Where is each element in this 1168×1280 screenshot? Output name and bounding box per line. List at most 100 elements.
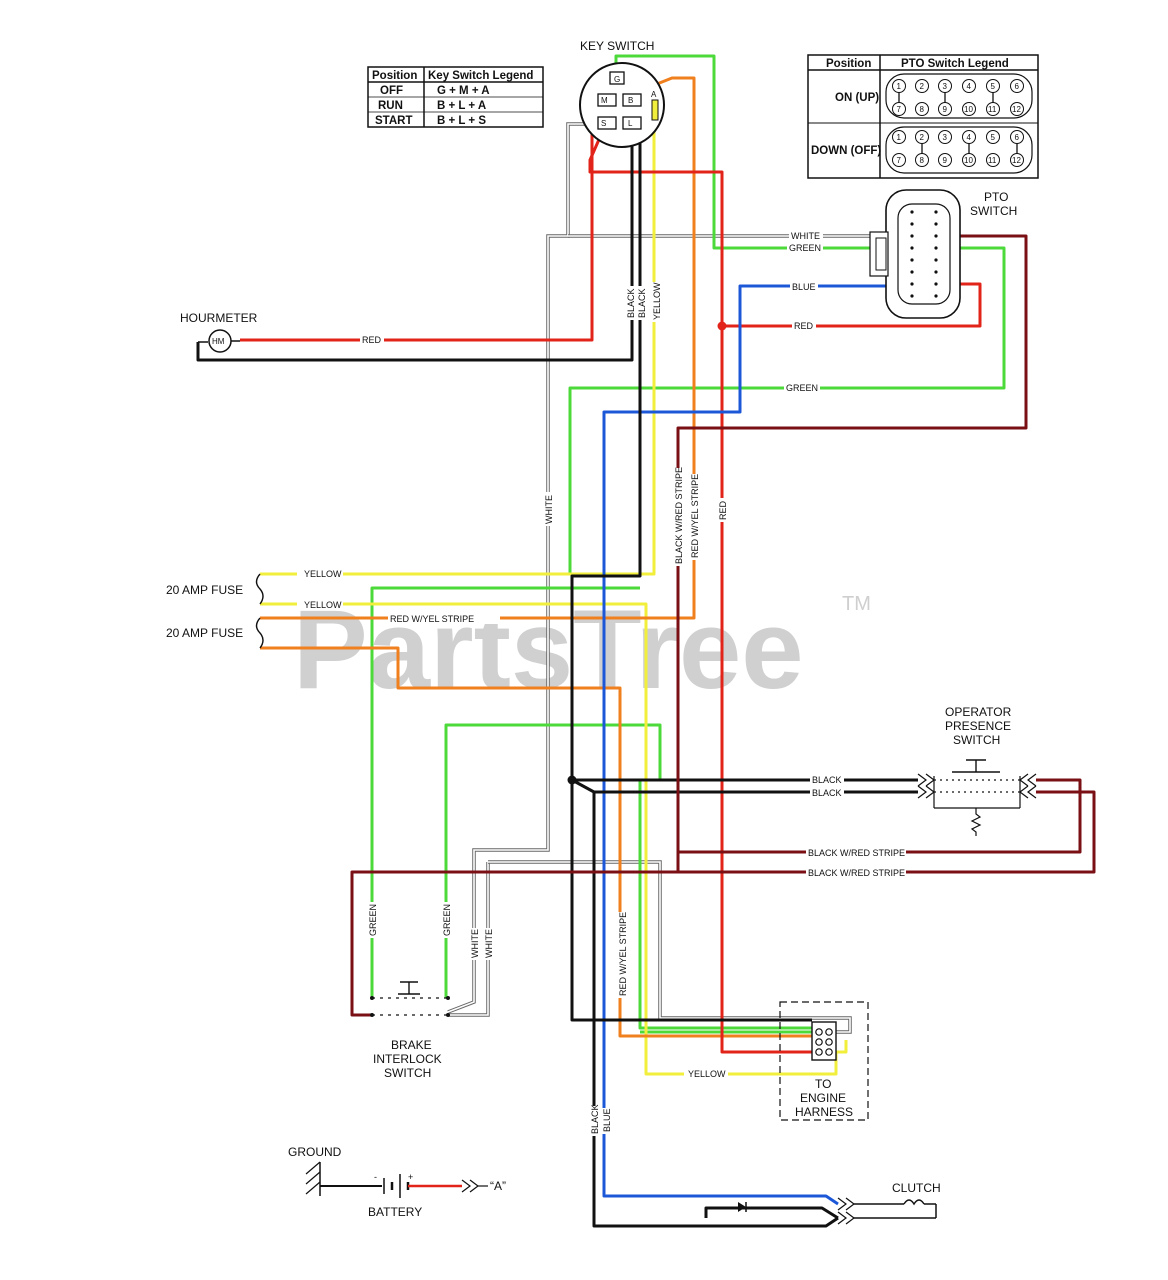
legend-row-start-value: B + L + S <box>437 115 486 127</box>
pto-legend-off: DOWN (OFF) <box>811 145 881 157</box>
hourmeter-label: HOURMETER <box>180 311 258 325</box>
ground-symbol <box>305 1161 382 1196</box>
battery-negative: - <box>374 1172 377 1182</box>
operator-presence-switch <box>917 759 1037 836</box>
brake-label-line1: BRAKE <box>391 1038 432 1052</box>
pto-switch-terminal <box>910 294 914 298</box>
battery-positive: + <box>408 1172 413 1182</box>
pto-legend-pin-number: 6 <box>1015 133 1020 142</box>
hourmeter: HM <box>198 329 240 353</box>
junction-black <box>567 775 577 785</box>
pto-legend-pin <box>915 102 929 116</box>
wire-label-blue-lower: BLUE <box>602 1108 612 1132</box>
wire-label-red-yel-vert: RED W/YEL STRIPE <box>690 474 700 558</box>
wire-label-yellow-fuse-1: YELLOW <box>304 569 342 579</box>
pto-legend-header-position: Position <box>826 58 871 70</box>
legend-row-start-position: START <box>375 115 412 127</box>
wire-label-black-2: BLACK <box>637 288 647 318</box>
pto-switch-terminal <box>934 294 938 298</box>
pto-legend-pin-number: 11 <box>988 105 997 114</box>
watermark-tm: TM <box>842 593 871 615</box>
battery-ref-a: “A” <box>490 1179 506 1193</box>
wire-label-red-hourmeter: RED <box>362 335 382 345</box>
pto-legend-on: ON (UP) <box>835 92 879 104</box>
clutch-label: CLUTCH <box>892 1181 941 1195</box>
wire-label-black-ops-2: BLACK <box>812 788 842 798</box>
pto-legend-pin-number: 4 <box>967 133 972 142</box>
fuse-1-label: 20 AMP FUSE <box>166 583 243 597</box>
legend-row-run-position: RUN <box>378 100 403 112</box>
wire-label-white-brake-2: WHITE <box>484 929 494 958</box>
wire-label-white-vert: WHITE <box>544 495 554 524</box>
ops-label-line3: SWITCH <box>953 733 1000 747</box>
pto-switch-terminal <box>910 222 914 226</box>
wire-label-black-ops-1: BLACK <box>812 775 842 785</box>
ground-label: GROUND <box>288 1145 342 1159</box>
pto-legend-pin-number: 1 <box>897 82 902 91</box>
pto-legend-pin <box>962 102 976 116</box>
pto-switch-terminal <box>910 282 914 286</box>
pto-legend-pin-number: 7 <box>897 105 902 114</box>
pto-legend-pin <box>986 153 1000 167</box>
pto-legend-pin-number: 6 <box>1015 82 1020 91</box>
pto-legend-pin <box>915 79 929 93</box>
pto-legend-pin-number: 10 <box>964 156 973 165</box>
pto-switch-legend-table: Position PTO Switch Legend ON (UP) DOWN … <box>807 54 1039 179</box>
pto-switch-terminal <box>910 234 914 238</box>
hourmeter-symbol: HM <box>212 337 225 346</box>
pto-legend-pin <box>938 130 952 144</box>
pto-legend-pin-number: 7 <box>897 156 902 165</box>
pto-legend-pin <box>892 153 906 167</box>
pto-legend-pin-number: 2 <box>920 82 925 91</box>
engine-label-line3: HARNESS <box>795 1105 853 1119</box>
pto-legend-pin <box>962 79 976 93</box>
pto-legend-pin <box>1010 79 1024 93</box>
pto-switch-terminal <box>934 234 938 238</box>
wire-label-green-pto: GREEN <box>789 243 821 253</box>
legend-row-off-position: OFF <box>380 85 403 97</box>
wire-label-red-yel-lower: RED W/YEL STRIPE <box>618 912 628 996</box>
fuses <box>255 573 264 649</box>
pto-switch-terminal <box>934 210 938 214</box>
wire-label-red-vert: RED <box>718 500 728 520</box>
pto-legend-pin-number: 3 <box>943 82 948 91</box>
pto-legend-header-legend: PTO Switch Legend <box>901 58 1009 70</box>
pto-legend-pin-number: 8 <box>920 105 925 114</box>
pto-switch-terminal <box>910 246 914 250</box>
pto-legend-pin-number: 5 <box>991 82 996 91</box>
brake-label-line2: INTERLOCK <box>373 1052 442 1066</box>
pto-legend-pin-number: 8 <box>920 156 925 165</box>
engine-harness-connector <box>779 1001 869 1121</box>
wire-label-blue-pto: BLUE <box>792 282 816 292</box>
battery-symbol <box>383 1174 488 1198</box>
ops-label-line2: PRESENCE <box>945 719 1011 733</box>
pto-legend-pin <box>986 130 1000 144</box>
pto-switch-label-line1: PTO <box>984 190 1008 204</box>
pto-legend-pin-number: 10 <box>964 105 973 114</box>
wire-label-yellow-fuse-2: YELLOW <box>304 600 342 610</box>
key-terminal-a: A <box>651 90 657 99</box>
pto-legend-pin-number: 11 <box>988 156 997 165</box>
wire-label-white-brake-1: WHITE <box>470 929 480 958</box>
pto-switch-terminal <box>934 258 938 262</box>
wire-label-black-red-ops-2: BLACK W/RED STRIPE <box>808 868 905 878</box>
wire-label-yellow-vert: YELLOW <box>652 282 662 320</box>
wire-label-black-red-ops-1: BLACK W/RED STRIPE <box>808 848 905 858</box>
legend-row-off-value: G + M + A <box>437 85 490 97</box>
engine-label-line2: ENGINE <box>800 1091 846 1105</box>
brake-label-line3: SWITCH <box>384 1066 431 1080</box>
legend-header-key: Key Switch Legend <box>428 70 533 82</box>
wire-label-green-brake-1: GREEN <box>368 904 378 936</box>
pto-legend-pin <box>892 130 906 144</box>
wire-label-yellow-engine: YELLOW <box>688 1069 726 1079</box>
engine-label-line1: TO <box>815 1077 831 1091</box>
pto-legend-pin-number: 4 <box>967 82 972 91</box>
legend-row-run-value: B + L + A <box>437 100 486 112</box>
key-switch-label: KEY SWITCH <box>580 39 654 53</box>
wire-label-green-mid: GREEN <box>786 383 818 393</box>
pto-legend-pin-number: 3 <box>943 133 948 142</box>
legend-header-position: Position <box>372 70 417 82</box>
key-terminal-m: M <box>601 96 608 105</box>
